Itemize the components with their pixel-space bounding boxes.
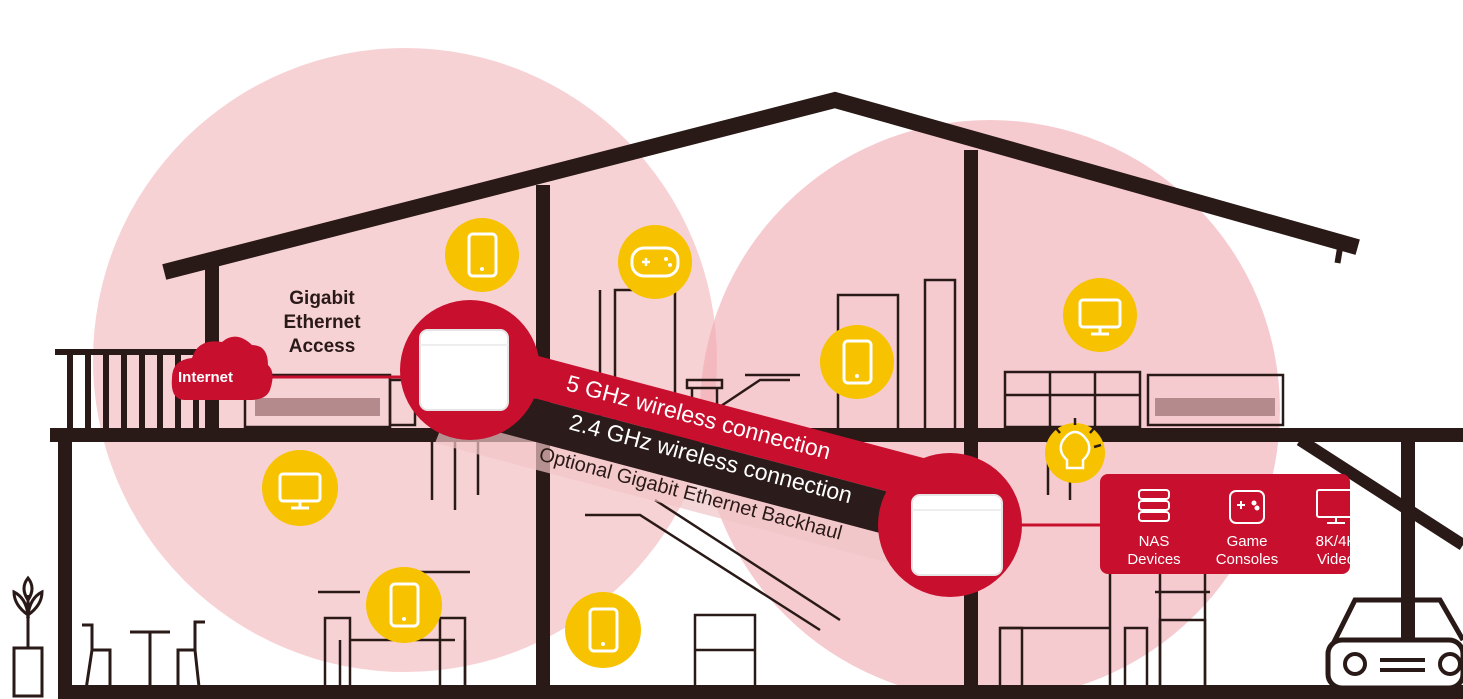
mesh-router-secondary (878, 453, 1022, 597)
gigabit-line1: Gigabit (289, 288, 355, 309)
wired-devices-panel: NAS Devices Game Consoles 8K/4K Video (1100, 474, 1356, 574)
tablet-badge-lower-middle (565, 592, 641, 668)
panel-item-nas-line1: NAS (1139, 533, 1170, 550)
panel-item-nas-line2: Devices (1127, 551, 1180, 568)
gigabit-line2: Ethernet (283, 312, 361, 333)
panel-item-video-line2: Video (1317, 551, 1355, 568)
monitor-badge-upper-right (1063, 278, 1137, 352)
tablet-badge-upper-left (445, 218, 519, 292)
tablet-badge-lower-left (366, 567, 442, 643)
tablet-badge-upper-middle (820, 325, 894, 399)
monitor-badge-lower-left (262, 450, 338, 526)
panel-item-video-line1: 8K/4K (1316, 533, 1357, 550)
internet-label: Internet (178, 369, 233, 386)
gigabit-access-label: Gigabit Ethernet Access (283, 288, 361, 357)
panel-item-game-line2: Consoles (1216, 551, 1279, 568)
gamepad-badge-upper (618, 225, 692, 299)
panel-item-game-line1: Game (1227, 533, 1268, 550)
gigabit-line3: Access (289, 336, 356, 357)
mesh-router-primary (400, 300, 540, 440)
